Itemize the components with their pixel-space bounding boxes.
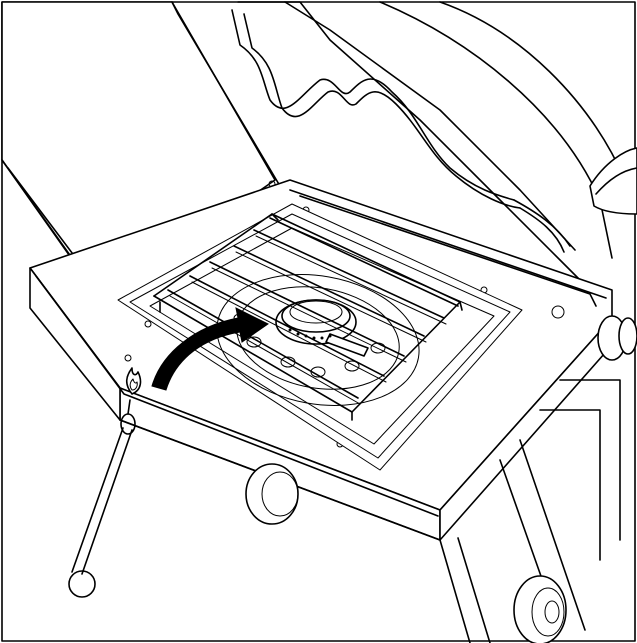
cooking-grate — [153, 213, 463, 421]
curved-arrow-icon — [151, 307, 269, 391]
burner-ports — [288, 328, 332, 340]
grill-hood — [231, 1, 626, 286]
match-holder — [68, 399, 136, 598]
flame-icon — [125, 367, 142, 395]
burner-head — [275, 299, 369, 357]
cart-frame — [245, 379, 621, 643]
grill-right-handle — [589, 147, 637, 215]
